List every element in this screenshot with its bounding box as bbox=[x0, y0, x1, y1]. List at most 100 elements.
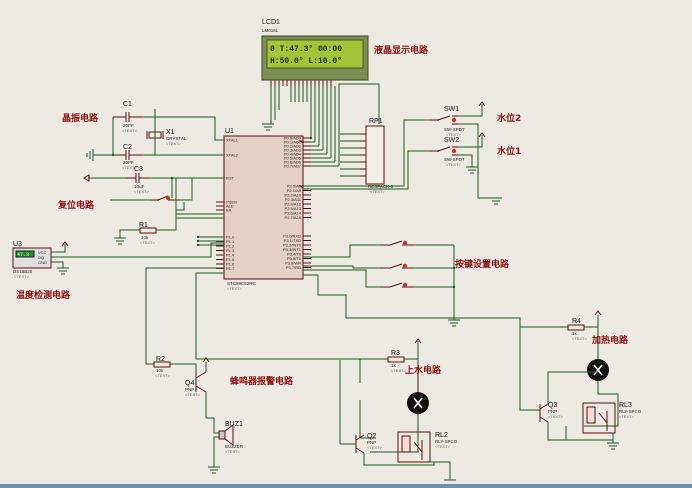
c1-text: <TEXT> bbox=[122, 128, 138, 133]
rl3-text: <TEXT> bbox=[619, 414, 635, 419]
lcd-model: LM016L bbox=[262, 28, 279, 33]
buz1-ref: BUZ1 bbox=[225, 421, 243, 428]
heater-motor[interactable] bbox=[587, 359, 609, 381]
mcu-pin-label: P3.1/TXD bbox=[284, 238, 301, 243]
buz1-value: BUZZER bbox=[225, 444, 244, 449]
crystal-circuit: 晶振电路 C1 20PF <TEXT> C2 20PF <TEXT> X1 CR… bbox=[62, 101, 225, 170]
resistor-r3[interactable]: R3 1k <TEXT> bbox=[387, 350, 407, 373]
switch-sw2[interactable]: SW2 SW-SPDT <TEXT> bbox=[430, 137, 465, 167]
mcu-u1[interactable]: U1 STC89C52RC <TEXT> XTAL1XTAL2RSTPSENAL… bbox=[216, 128, 311, 291]
capacitor-c1[interactable]: C1 20PF <TEXT> bbox=[113, 101, 143, 133]
c2-ref: C2 bbox=[123, 144, 132, 151]
capacitor-c2[interactable]: C2 20PF <TEXT> bbox=[113, 144, 143, 170]
r3-value: 1k bbox=[391, 363, 397, 368]
label-temperature-circuit: 温度检测电路 bbox=[16, 289, 71, 301]
r2-ref: R2 bbox=[156, 356, 165, 363]
r1-text: <TEXT> bbox=[140, 240, 156, 245]
mcu-pin-label: P2.0/A8 bbox=[287, 184, 302, 189]
c3-text: <TEXT> bbox=[134, 189, 150, 194]
q3-ref: Q3 bbox=[548, 402, 557, 409]
mcu-pin-label: P1.6 bbox=[226, 262, 235, 267]
port1-wiring bbox=[196, 235, 224, 247]
mcu-pin-label: P2.5/A13 bbox=[285, 206, 302, 211]
buzzer-circuit: R2 10k <TEXT> Q4 PNP <TEXT> BUZ1 BUZZER … bbox=[145, 267, 294, 474]
c3-value: 10uF bbox=[134, 184, 145, 189]
mcu-port3-pins: P3.0/RXDP3.1/TXDP3.2/INT0P3.3/INT1P3.4/T… bbox=[283, 234, 311, 270]
c3-ref: C3 bbox=[134, 166, 143, 173]
pump-motor[interactable] bbox=[407, 373, 429, 414]
rp1-resistor-pack[interactable]: RP1 RESPACK-8 <TEXT> bbox=[340, 118, 394, 194]
mcu-pin-label: P2.6/A14 bbox=[285, 211, 302, 216]
x1-value: CRYSTAL bbox=[166, 136, 187, 141]
mcu-text: <TEXT> bbox=[227, 286, 243, 291]
mcu-pin-label: ALE bbox=[226, 204, 234, 209]
r2-value: 10k bbox=[156, 368, 164, 373]
mcu-model: STC89C52RC bbox=[227, 281, 257, 286]
lcd-pins bbox=[270, 80, 332, 86]
resistor-r2[interactable]: R2 10k <TEXT> bbox=[153, 356, 171, 378]
mcu-pin-label: P1.7 bbox=[226, 266, 235, 271]
mcu-pin-label: P0.4/AD4 bbox=[284, 152, 302, 157]
rp1-ref: RP1 bbox=[369, 118, 383, 125]
transistor-q4[interactable]: Q4 PNP <TEXT> bbox=[185, 371, 207, 397]
lcd-module[interactable]: LCD1 LM016L 0 T:47.3° 00:00 H:50.0° L:10… bbox=[261, 19, 369, 86]
lcd-line-1: 0 T:47.3° 00:00 bbox=[270, 45, 342, 54]
r1-value: 10k bbox=[141, 235, 149, 240]
relay-rl2[interactable]: RL2 RLY-SPCO <TEXT> bbox=[397, 431, 458, 463]
mcu-pin-label: P2.2/A10 bbox=[285, 193, 302, 198]
r1-ref: R1 bbox=[139, 222, 148, 229]
mcu-pin-label: P0.7/AD7 bbox=[284, 164, 302, 169]
mcu-pin-label: P1.2 bbox=[226, 244, 235, 249]
capacitor-c3[interactable]: C3 10uF <TEXT> bbox=[126, 166, 150, 194]
mcu-port1-pins: P1.0P1.1P1.2P1.3P1.4P1.5P1.6P1.7 bbox=[216, 235, 235, 271]
switch-sw1[interactable]: SW1 SW-SPDT <TEXT> bbox=[430, 106, 465, 137]
horizontal-scrollbar[interactable] bbox=[0, 484, 692, 488]
resistor-r4[interactable]: R4 1k <TEXT> bbox=[567, 318, 588, 341]
mcu-port0-pins: P0.0/AD0P0.1/AD1P0.2/AD2P0.3/AD3P0.4/AD4… bbox=[284, 136, 311, 169]
mcu-pin-label: XTAL1 bbox=[226, 138, 239, 143]
key-buttons: 按键设置电路 bbox=[303, 240, 510, 327]
mcu-pin-label: P1.0 bbox=[226, 235, 235, 240]
rl2-value: RLY-SPCO bbox=[435, 439, 458, 444]
r3-text: <TEXT> bbox=[391, 368, 407, 373]
q4-ref: Q4 bbox=[185, 380, 194, 387]
mcu-port2-pins: P2.0/A8P2.1/A9P2.2/A10P2.3/A11P2.4/A12P2… bbox=[285, 184, 311, 220]
q2-value: PNP bbox=[367, 440, 376, 445]
relay-rl3[interactable]: RL3 RLY-SPCO <TEXT> bbox=[582, 402, 642, 434]
r2-text: <TEXT> bbox=[155, 373, 171, 378]
mcu-pin-label: P3.2/INT0 bbox=[283, 243, 302, 248]
mcu-body bbox=[223, 135, 304, 280]
heating-circuit: R4 1k <TEXT> Q3 PNP <TEXT> RL3 RLY-SPCO … bbox=[303, 274, 642, 450]
lcd-screen bbox=[266, 39, 364, 69]
sw2-text: <TEXT> bbox=[446, 162, 462, 167]
mcu-pin-label: P1.3 bbox=[226, 248, 235, 253]
rl2-text: <TEXT> bbox=[435, 444, 451, 449]
resistor-r1[interactable]: R1 10k <TEXT> bbox=[139, 222, 157, 245]
q3-text: <TEXT> bbox=[548, 414, 564, 419]
r4-value: 1k bbox=[572, 331, 578, 336]
label-water-level-1: 水位1 bbox=[497, 145, 521, 157]
label-fill-water-circuit: 上水电路 bbox=[405, 364, 442, 376]
reset-button[interactable] bbox=[150, 195, 180, 201]
key-button-2[interactable] bbox=[380, 263, 414, 269]
u3-display bbox=[15, 250, 35, 258]
mcu-pin-label: PSEN bbox=[226, 200, 237, 205]
mcu-pin-label: P3.7/RD bbox=[286, 265, 301, 270]
reset-circuit: 复位电路 C3 10uF <TEXT> R1 10k <TEXT> bbox=[57, 166, 225, 245]
buzzer-buz1[interactable]: BUZ1 BUZZER <TEXT> bbox=[218, 421, 244, 454]
mcu-pin-label: P2.7/A15 bbox=[285, 215, 302, 220]
q4-value: PNP bbox=[185, 387, 194, 392]
x1-text: <TEXT> bbox=[166, 141, 182, 146]
key-button-3[interactable] bbox=[380, 282, 414, 288]
transistor-q3[interactable]: Q3 PNP <TEXT> bbox=[539, 402, 564, 423]
mcu-pin-label: XTAL2 bbox=[226, 153, 239, 158]
q2-ref: Q2 bbox=[367, 433, 376, 440]
key-button-1[interactable] bbox=[380, 240, 414, 246]
temperature-sensor-u3[interactable]: U3 47.3 VCC DQ GND DS18B20 <TEXT> bbox=[12, 241, 224, 279]
rp1-body bbox=[365, 125, 385, 185]
crystal-x1[interactable]: X1 CRYSTAL <TEXT> bbox=[146, 129, 187, 146]
rl2-ref: RL2 bbox=[435, 432, 448, 439]
transistor-q2[interactable]: Q2 PNP <TEXT> bbox=[355, 433, 383, 454]
u3-text: <TEXT> bbox=[14, 274, 30, 279]
r3-ref: R3 bbox=[391, 350, 400, 357]
